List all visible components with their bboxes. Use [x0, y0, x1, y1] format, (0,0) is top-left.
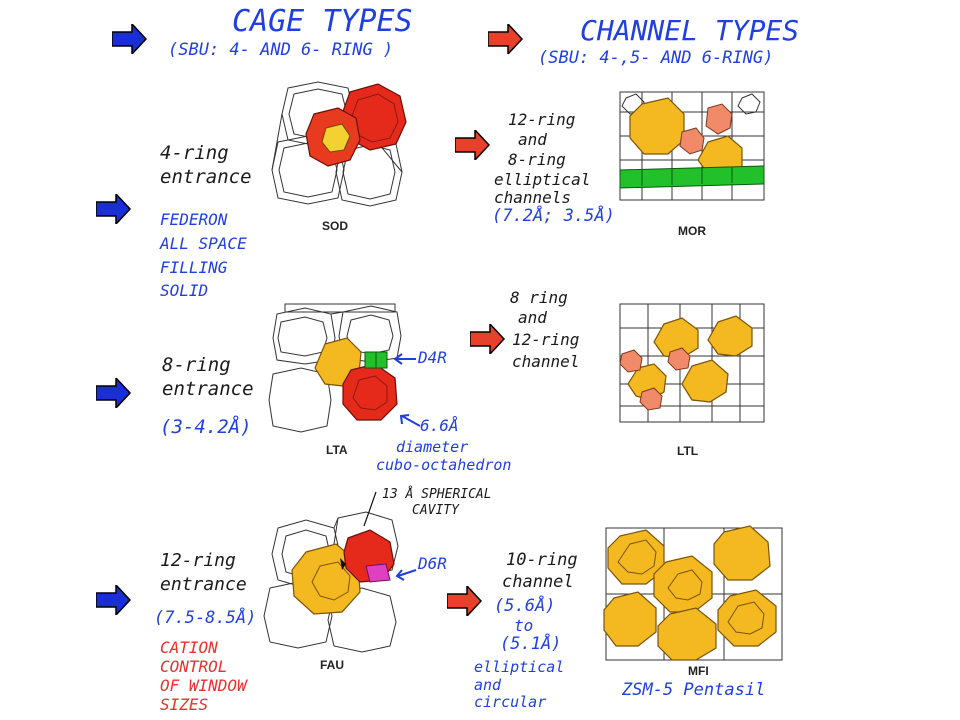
sod-federon-line2: ALL SPACE: [160, 234, 247, 253]
ltl-note-line3: 12-ring: [512, 330, 580, 349]
sod-federon-line1: FEDERON: [160, 210, 228, 229]
fau-d6r-callout: D6R: [418, 554, 447, 573]
fau-note-line1: 12-ring: [160, 550, 236, 571]
mor-note-line2: and: [518, 130, 547, 149]
fau-cation-line4: SIZES: [160, 695, 209, 714]
mfi-size-line3: (5.1Å): [500, 634, 562, 654]
mfi-shape-line1: elliptical: [474, 658, 565, 676]
channel-types-subtitle: (SBU: 4-,5- AND 6-RING): [538, 48, 774, 68]
sod-federon-line4: SOLID: [160, 281, 209, 300]
sod-note-line1: 4-ring: [160, 142, 229, 164]
d6r-pointer-arrow-icon: [395, 569, 417, 581]
mfi-note-line1: 10-ring: [506, 550, 578, 570]
sod-note-line2: entrance: [160, 166, 252, 188]
mfi-structure: [603, 525, 783, 661]
blue-arrow-icon-lta: [96, 378, 132, 408]
ltl-note-line1: 8 ring: [510, 288, 568, 307]
lta-structure: [268, 303, 402, 433]
cavity-pointer-line-icon: [363, 491, 377, 527]
ltl-structure: [619, 303, 765, 423]
blue-arrow-icon-fau: [96, 585, 132, 615]
red-arrow-icon-ltl: [470, 324, 506, 354]
mor-structure: [619, 91, 765, 201]
fau-cation-line1: CATION: [160, 638, 218, 657]
mfi-caption: ZSM-5 Pentasil: [622, 680, 766, 700]
mor-note-line1: 12-ring: [508, 110, 576, 129]
fau-size-note: (7.5-8.5Å): [154, 608, 257, 628]
lta-note-line1: 8-ring: [162, 354, 231, 376]
ltl-note-line4: channel: [512, 352, 580, 371]
red-arrow-icon-mor: [455, 130, 491, 160]
sod-label: SOD: [322, 219, 349, 233]
mfi-shape-line3: circular: [474, 693, 547, 711]
cage-types-subtitle: (SBU: 4- AND 6- RING ): [168, 40, 394, 60]
lta-size-note: (3-4.2Å): [160, 416, 252, 438]
mfi-size-line2: to: [514, 616, 534, 635]
cage-types-title: CAGE TYPES: [232, 4, 413, 39]
d4r-pointer-arrow-icon: [393, 353, 416, 365]
mfi-shape-line2: and: [474, 676, 502, 694]
mor-size-note: (7.2Å; 3.5Å): [492, 206, 615, 226]
fau-label: FAU: [320, 658, 344, 672]
sod-federon-line3: FILLING: [160, 258, 228, 277]
blue-arrow-icon-sod: [96, 194, 132, 224]
mfi-label: MFI: [688, 664, 709, 678]
fau-cation-line3: OF WINDOW: [160, 676, 247, 695]
lta-diameter-line2: diameter: [396, 438, 469, 456]
lta-note-line2: entrance: [162, 378, 254, 400]
mfi-size-line1: (5.6Å): [494, 596, 556, 616]
sod-structure: [271, 81, 407, 207]
fau-cation-line2: CONTROL: [160, 657, 228, 676]
fau-cavity-line1: 13 Å SPHERICAL: [382, 487, 492, 502]
diameter-pointer-arrow-icon: [399, 414, 421, 427]
mor-note-line4: elliptical: [494, 170, 591, 189]
lta-label: LTA: [326, 443, 348, 457]
mor-note-line3: 8-ring: [508, 150, 566, 169]
red-arrow-icon-header: [488, 24, 524, 54]
blue-arrow-icon-header: [112, 24, 148, 54]
red-arrow-icon-mfi: [447, 586, 483, 616]
channel-types-title: CHANNEL TYPES: [580, 14, 800, 47]
fau-note-line2: entrance: [160, 574, 247, 595]
lta-d4r-callout: D4R: [418, 348, 447, 367]
mfi-note-line2: channel: [502, 572, 574, 592]
lta-diameter-line1: 6.6Å: [420, 416, 459, 435]
mor-label: MOR: [678, 224, 706, 238]
ltl-note-line2: and: [518, 308, 547, 327]
mor-note-line5: channels: [494, 188, 572, 207]
fau-cavity-line2: CAVITY: [412, 503, 459, 518]
fau-structure: [263, 511, 399, 653]
lta-diameter-line3: cubo-octahedron: [376, 456, 512, 474]
ltl-label: LTL: [677, 444, 699, 458]
